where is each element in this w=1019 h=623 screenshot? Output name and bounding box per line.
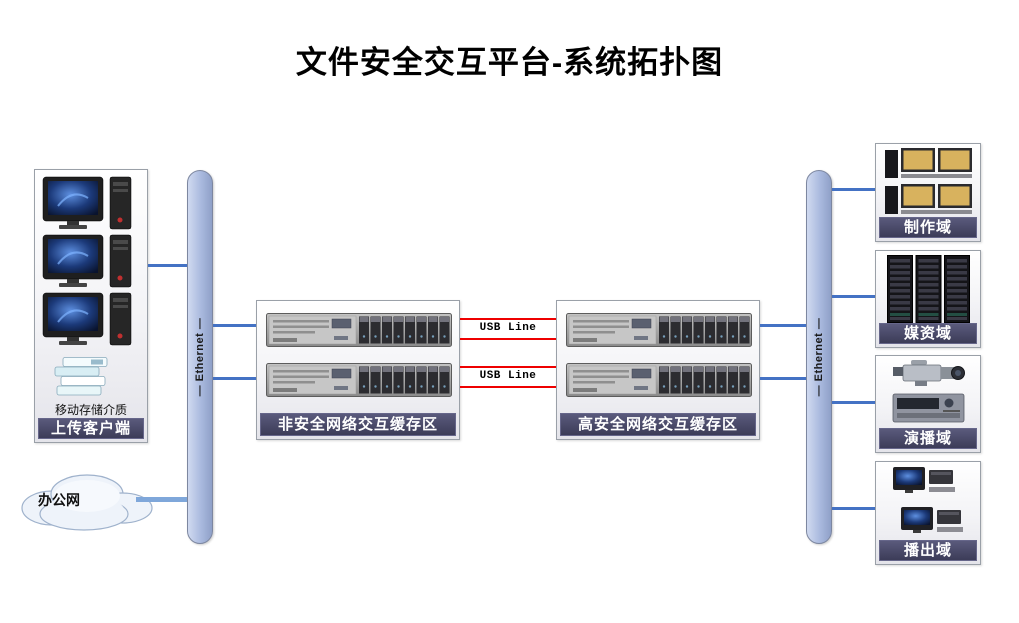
media-asset-domain-box: 媒资域 [875,250,981,348]
office-network-cloud: 办公网 [14,466,160,538]
link-ethernet-nonsecure-1 [213,324,256,327]
usb-cable-line [460,386,556,388]
production-domain-box: 制作域 [875,143,981,242]
ethernet-right-label: Ethernet [813,318,825,397]
office-network-label: 办公网 [38,492,80,508]
broadcast-computers-icon [881,464,976,542]
server-icon [566,313,752,347]
media-asset-domain-label: 媒资域 [879,323,977,344]
link-ethernet-studio [832,401,875,404]
upload-client-label: 上传客户端 [38,418,144,439]
upload-client-box: 移动存储介质 上传客户端 [34,169,148,443]
ethernet-bus-left: Ethernet [187,170,213,544]
link-ethernet-nonsecure-2 [213,377,256,380]
server-icon [566,363,752,397]
usb-cable-line [460,366,556,368]
secure-cache-label: 高安全网络交互缓存区 [560,413,756,436]
link-client-ethernet [148,264,187,267]
storage-media-label: 移动存储介质 [54,403,127,417]
link-secure-ethernet-2 [760,377,806,380]
production-workstations-icon [881,147,976,219]
cloud-icon [14,466,160,538]
server-icon [266,313,452,347]
usb-line-label: USB Line [479,322,537,334]
camera-equipment-icon [881,358,976,430]
link-ethernet-production [832,188,875,191]
usb-line-label: USB Line [479,370,537,382]
usb-connection-2: USB Line [460,366,556,388]
server-icon [266,363,452,397]
ethernet-left-label: Ethernet [194,318,206,397]
workstation-icon [42,176,142,232]
workstation-icon [42,234,142,290]
link-secure-ethernet-1 [760,324,806,327]
page-title: 文件安全交互平台-系统拓扑图 [295,45,724,80]
ethernet-bus-right: Ethernet [806,170,832,544]
rack-server-icon [881,253,976,325]
studio-domain-box: 演播域 [875,355,981,453]
broadcast-domain-label: 播出域 [879,540,977,561]
usb-connection-1: USB Line [460,318,556,340]
production-domain-label: 制作域 [879,217,977,238]
link-cloud-ethernet [136,497,187,502]
link-ethernet-media [832,295,875,298]
usb-cable-line [460,338,556,340]
usb-cable-line [460,318,556,320]
workstation-icon [42,292,142,348]
nonsecure-cache-label: 非安全网络交互缓存区 [260,413,456,436]
broadcast-domain-box: 播出域 [875,461,981,565]
link-ethernet-broadcast [832,507,875,510]
nonsecure-cache-box: 非安全网络交互缓存区 [256,300,460,440]
removable-storage-icon [51,356,115,398]
secure-cache-box: 高安全网络交互缓存区 [556,300,760,440]
studio-domain-label: 演播域 [879,428,977,449]
